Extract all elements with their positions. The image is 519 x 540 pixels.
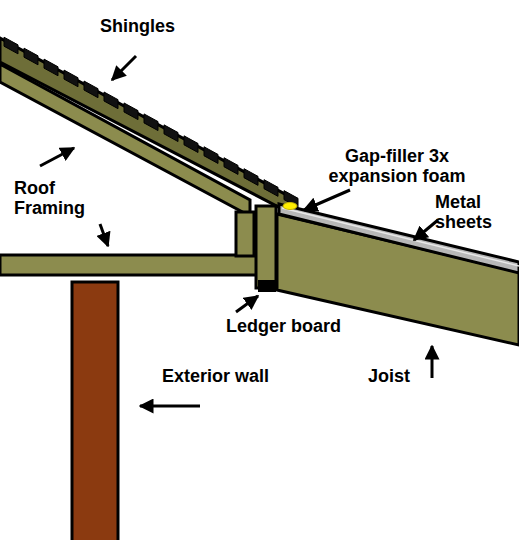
ceiling-joist	[0, 255, 262, 275]
shingle-tile	[164, 125, 178, 142]
shingle-tile	[4, 37, 18, 54]
stud-block	[236, 212, 254, 256]
shingle-tile	[64, 70, 78, 87]
ledger-board	[256, 206, 276, 288]
part-label: Ledger board	[226, 316, 356, 336]
leader-arrow	[40, 148, 74, 166]
ledger-foot	[258, 280, 276, 292]
shingle-tile	[224, 158, 238, 175]
leader-arrow	[140, 405, 200, 408]
leader-arrow	[112, 56, 136, 80]
shingle-tile	[44, 59, 58, 76]
shingle-tile	[104, 92, 118, 109]
shingle-tile	[264, 180, 278, 197]
shingle-tile	[184, 136, 198, 153]
leader-arrow	[236, 296, 258, 312]
part-label: Exterior wall	[162, 366, 292, 386]
shingle-tile	[244, 169, 258, 186]
exterior-wall	[72, 282, 118, 540]
part-label: Metal sheets	[435, 192, 515, 232]
part-label: Gap-filler 3x expansion foam	[312, 146, 482, 186]
leader-arrow	[414, 220, 438, 240]
shingle-tile	[144, 114, 158, 131]
part-label: Joist	[368, 366, 428, 386]
shingle-tile	[204, 147, 218, 164]
shingle-tile	[24, 48, 38, 65]
part-label: Roof Framing	[14, 178, 104, 218]
leader-arrow	[100, 224, 108, 246]
leader-arrow	[431, 346, 434, 378]
leader-arrows	[40, 56, 438, 406]
expansion-foam	[283, 203, 297, 210]
leader-arrow	[304, 190, 350, 210]
shingle-tile	[124, 103, 138, 120]
shingle-tile	[84, 81, 98, 98]
part-label: Shingles	[100, 16, 210, 36]
